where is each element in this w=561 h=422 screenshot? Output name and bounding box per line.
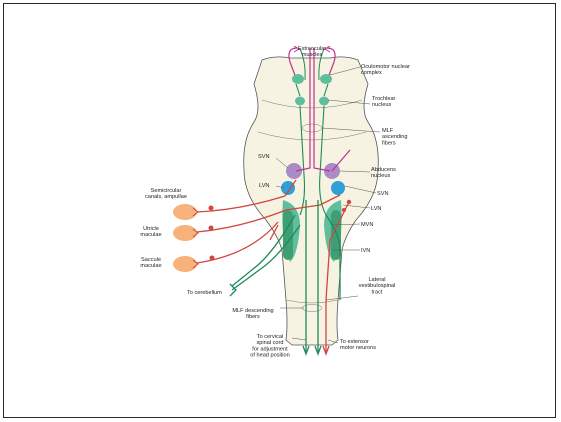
label-line: To cerebellum	[187, 290, 222, 296]
label-line: Oculomotor nuclear	[361, 64, 410, 70]
label-line: nucleus	[371, 173, 390, 179]
label-line: Extraocular	[298, 46, 326, 52]
label-line: Saccule	[141, 257, 161, 263]
semicircular-canals-organ	[173, 204, 197, 220]
label-svn-right: SVN	[377, 191, 389, 197]
label-line: of head position	[250, 353, 290, 359]
label-line: SVN	[377, 191, 389, 197]
label-line: vestibulospinal	[359, 283, 396, 289]
label-line: LVN	[371, 206, 381, 212]
label-line: To extensor	[340, 339, 369, 345]
label-line: muscles	[302, 52, 323, 58]
label-line: SVN	[258, 154, 270, 160]
label-to-cerebellum: To cerebellum	[187, 290, 222, 296]
saccule-organ	[173, 256, 197, 272]
label-ivn: IVN	[361, 248, 370, 254]
receptor-organs	[173, 204, 198, 272]
label-line: for adjustment	[252, 346, 288, 352]
label-svn-left: SVN	[258, 154, 270, 160]
label-line: Semicircular	[151, 188, 182, 194]
label-line: nucleus	[372, 102, 391, 108]
label-line: canals, ampullae	[145, 194, 187, 200]
label-line: ascending	[382, 134, 408, 140]
label-line: To cervical	[257, 334, 283, 340]
utricle-organ	[173, 225, 197, 241]
label-line: fibers	[382, 140, 396, 146]
label-line: LVN	[259, 183, 269, 189]
label-line: fibers	[246, 314, 260, 320]
label-line: spinal cord	[256, 340, 283, 346]
label-line: Abducens	[371, 167, 396, 173]
label-line: motor neurons	[340, 345, 376, 351]
label-line: complex	[361, 70, 382, 76]
label-line: Utricle	[143, 226, 159, 232]
label-mvn: MVN	[361, 222, 373, 228]
label-line: IVN	[361, 248, 370, 254]
label-lvn-left: LVN	[259, 183, 269, 189]
label-line: tract	[372, 289, 383, 295]
label-line: MLF	[382, 128, 394, 134]
label-line: Trochlear	[372, 96, 396, 102]
brainstem	[244, 57, 379, 345]
label-line: MLF descending	[232, 308, 273, 314]
label-line: MVN	[361, 222, 373, 228]
label-lvn-right: LVN	[371, 206, 381, 212]
label-line: Lateral	[368, 277, 385, 283]
label-line: maculae	[140, 232, 161, 238]
label-line: maculae	[140, 263, 161, 269]
